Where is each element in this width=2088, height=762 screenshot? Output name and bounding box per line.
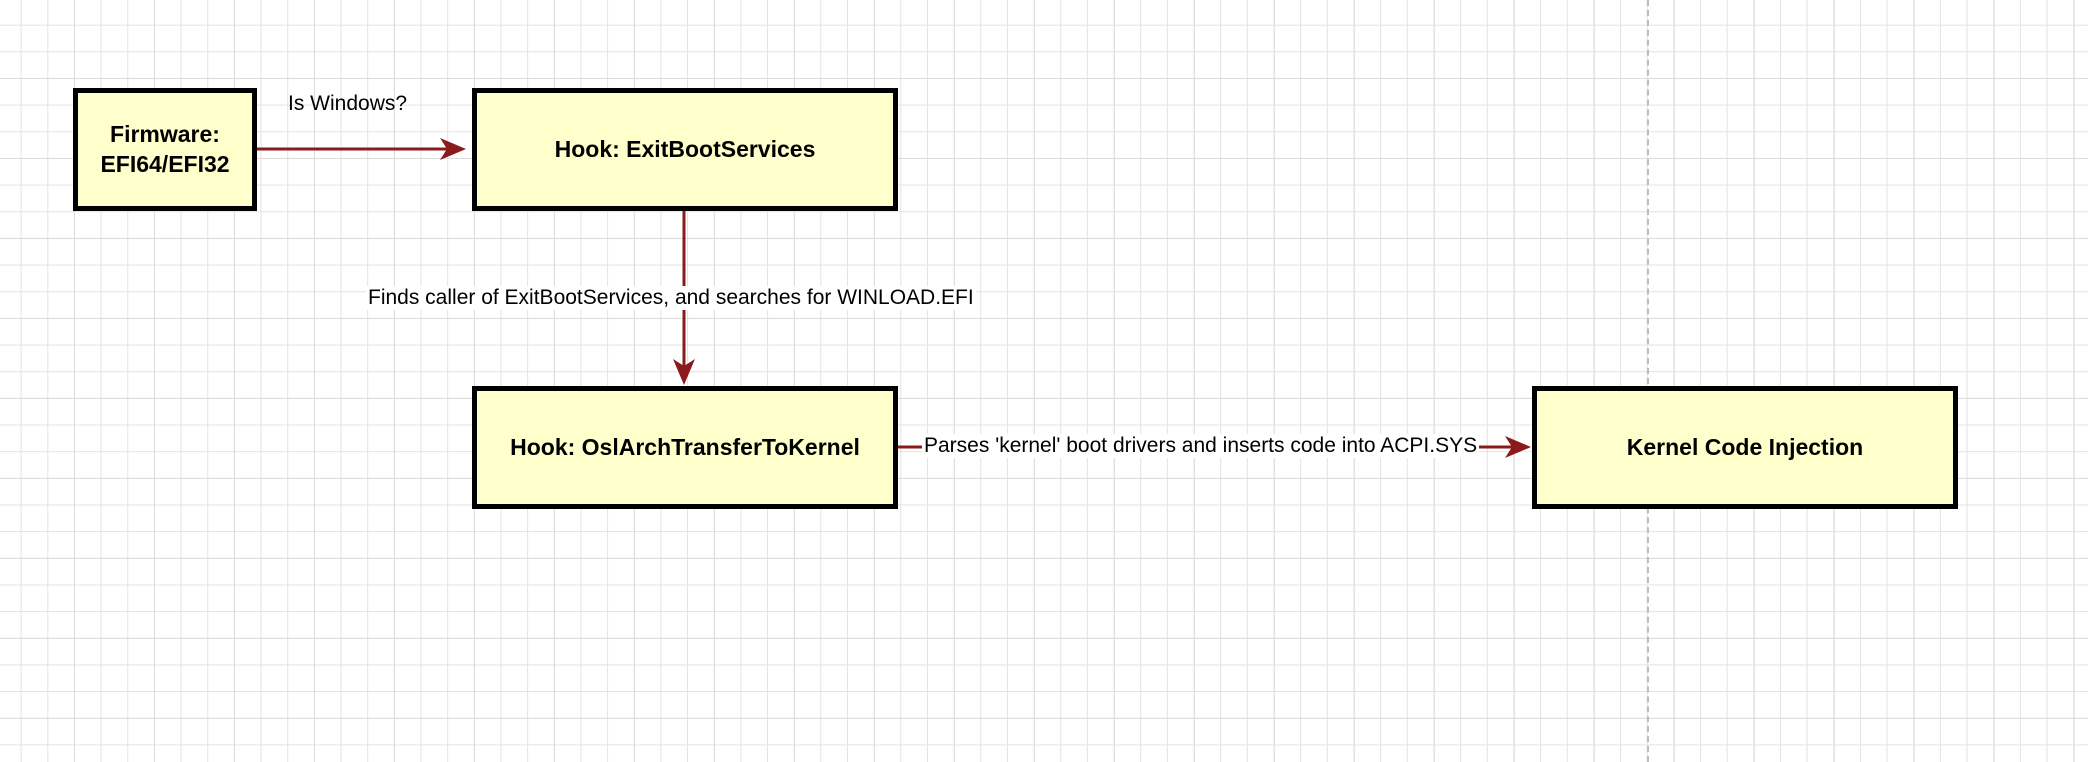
arrowhead-oslarch-to-kernel xyxy=(1505,436,1531,458)
edge-label-parses-kernel: Parses 'kernel' boot drivers and inserts… xyxy=(922,434,1480,458)
edge-label-is-windows: Is Windows? xyxy=(288,92,408,115)
node-hook-exitbootservices[interactable]: Hook: ExitBootServices xyxy=(472,88,898,211)
firmware-node-text: Firmware: EFI64/EFI32 xyxy=(100,120,229,180)
node-hook-oslarchtransfertokernel[interactable]: Hook: OslArchTransferToKernel xyxy=(472,386,898,509)
page-break-line xyxy=(1647,0,1649,762)
firmware-line2: EFI64/EFI32 xyxy=(100,150,230,177)
edge-label-finds-caller: Finds caller of ExitBootServices, and se… xyxy=(366,286,976,310)
node-firmware[interactable]: Firmware: EFI64/EFI32 xyxy=(73,88,257,211)
arrowhead-exitboot-to-oslarch xyxy=(673,359,695,385)
exitboot-node-label: Hook: ExitBootServices xyxy=(554,135,816,162)
firmware-line1: Firmware: xyxy=(110,120,220,147)
oslarch-node-label: Hook: OslArchTransferToKernel xyxy=(510,433,860,460)
kernel-node-label: Kernel Code Injection xyxy=(1626,433,1864,460)
arrowhead-firmware-to-exitboot xyxy=(440,138,466,160)
node-kernel-code-injection[interactable]: Kernel Code Injection xyxy=(1532,386,1958,509)
